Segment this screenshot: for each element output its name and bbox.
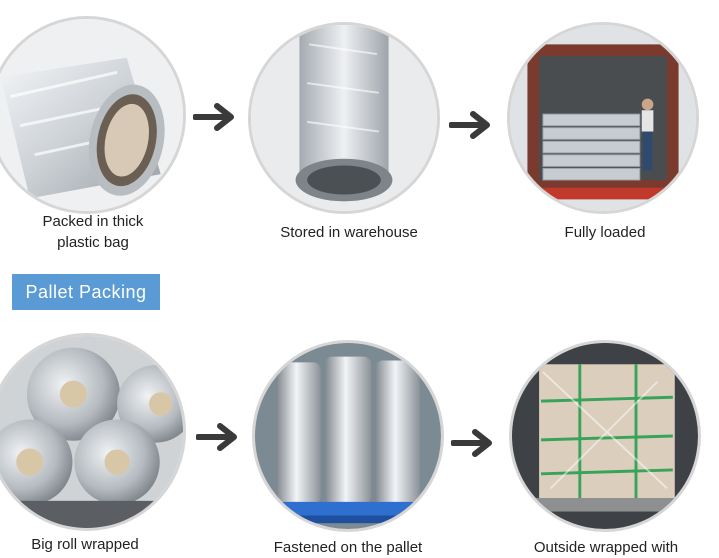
loaded-container-photo — [507, 22, 699, 214]
stored-foil-roll-photo — [248, 22, 440, 214]
pallet-packing-label: Pallet Packing — [12, 274, 160, 310]
wrapped-pallet-illustration — [512, 343, 698, 529]
foil-roll-in-plastic-bag-photo — [0, 16, 186, 214]
foil-roll-illustration — [0, 19, 183, 211]
caption-outside-wrapped-with: Outside wrapped with — [533, 539, 679, 556]
wrapped-rolls-illustration — [0, 336, 183, 528]
container-illustration — [510, 25, 696, 211]
caption-stored-in-warehouse: Stored in warehouse — [280, 224, 418, 241]
caption-fastened-on-pallet: Fastened on the pallet — [273, 539, 423, 556]
wrapped-big-rolls-photo — [0, 333, 186, 531]
arrow-right-icon — [449, 111, 490, 139]
pallet-rolls-illustration — [255, 343, 441, 529]
arrow-right-icon — [193, 103, 234, 131]
caption-fully-loaded: Fully loaded — [564, 224, 646, 241]
arrow-right-icon — [451, 429, 492, 457]
stored-roll-illustration — [251, 25, 437, 211]
rolls-on-pallet-photo — [252, 340, 444, 532]
arrow-right-icon — [196, 423, 237, 451]
wrapped-pallet-photo — [509, 340, 701, 532]
caption-big-roll-wrapped: Big roll wrapped — [31, 536, 139, 553]
caption-packed-in-plastic-bag: Packed in thick plastic bag — [42, 213, 144, 251]
